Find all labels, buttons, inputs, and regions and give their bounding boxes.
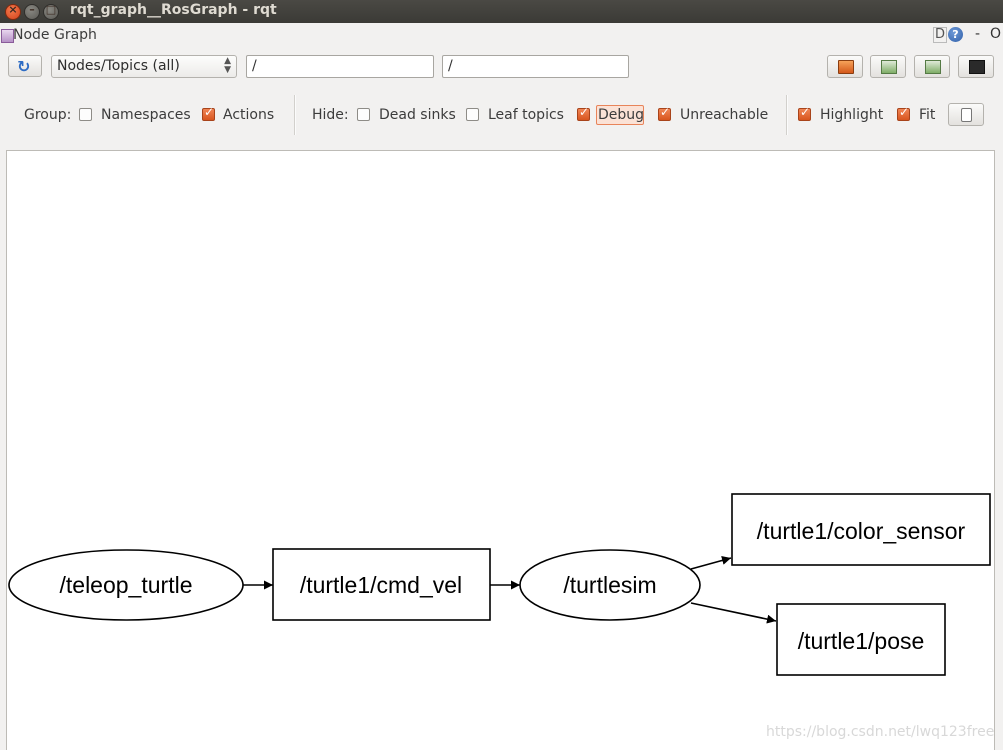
separator xyxy=(786,95,788,135)
plugin-header: Node Graph D ? - O xyxy=(0,26,1003,48)
graph-topic-cmd-vel[interactable]: /turtle1/cmd_vel xyxy=(272,548,491,621)
graph-node-turtlesim[interactable]: /turtlesim xyxy=(519,549,701,621)
combo-arrows-icon: ▲▼ xyxy=(224,56,231,75)
node-label: /turtlesim xyxy=(563,572,656,598)
fit-in-view-button[interactable] xyxy=(948,103,984,126)
graph-topic-color-sensor[interactable]: /turtle1/color_sensor xyxy=(731,493,991,566)
minimize-icon: – xyxy=(29,3,35,16)
watermark-text: https://blog.csdn.net/lwq123free xyxy=(766,724,995,740)
topic-label: /turtle1/cmd_vel xyxy=(300,572,462,598)
topic-label: /turtle1/color_sensor xyxy=(757,518,966,544)
group-label: Group: xyxy=(24,107,72,123)
fit-view-icon xyxy=(961,108,972,122)
debug-focus-highlight xyxy=(596,105,644,125)
save-svg-icon xyxy=(925,60,941,74)
edge-turtlesim-to-pose xyxy=(690,602,777,624)
fit-label: Fit xyxy=(919,107,936,123)
folder-icon xyxy=(838,60,854,74)
window-minimize-button[interactable]: – xyxy=(24,3,40,20)
save-image-button[interactable] xyxy=(958,55,994,78)
node-label: /teleop_turtle xyxy=(60,572,193,598)
save-dot-icon xyxy=(881,60,897,74)
image-icon xyxy=(969,60,985,74)
dock-d-button[interactable]: D xyxy=(933,27,948,43)
window-title: rqt_graph__RosGraph - rqt xyxy=(70,2,277,18)
dead-sinks-label: Dead sinks xyxy=(379,107,456,123)
plugin-title: Node Graph xyxy=(13,27,97,43)
actions-checkbox[interactable] xyxy=(202,105,215,121)
load-dot-button[interactable] xyxy=(827,55,863,78)
edge-turtlesim-to-color-sensor xyxy=(690,556,732,570)
window-title-bar: × – □ rqt_graph__RosGraph - rqt xyxy=(0,0,1003,23)
plugin-minimize-button[interactable]: - xyxy=(975,26,981,42)
maximize-icon: □ xyxy=(45,3,57,16)
graph-canvas[interactable]: /teleop_turtle /turtle1/cmd_vel /turtles… xyxy=(6,150,995,750)
dead-sinks-checkbox[interactable] xyxy=(357,108,370,121)
separator xyxy=(294,95,296,135)
unreachable-label: Unreachable xyxy=(680,107,769,123)
topic-label: /turtle1/pose xyxy=(798,628,925,654)
debug-checkbox[interactable] xyxy=(577,105,590,121)
graph-topic-pose[interactable]: /turtle1/pose xyxy=(776,603,946,676)
unreachable-checkbox[interactable] xyxy=(658,105,671,121)
debug-label: Debug xyxy=(598,107,645,123)
refresh-icon: ↻ xyxy=(17,57,31,76)
help-icon[interactable]: ? xyxy=(948,27,963,42)
leaf-topics-checkbox[interactable] xyxy=(466,108,479,121)
refresh-button[interactable]: ↻ xyxy=(8,55,42,77)
fit-checkbox[interactable] xyxy=(897,105,910,121)
hide-label: Hide: xyxy=(312,107,349,123)
save-dot-button[interactable] xyxy=(870,55,906,78)
actions-label: Actions xyxy=(223,107,275,123)
close-icon: × xyxy=(8,3,18,16)
namespaces-checkbox[interactable] xyxy=(79,108,92,121)
graph-type-value: Nodes/Topics (all) xyxy=(57,58,180,74)
plugin-icon xyxy=(1,29,14,43)
namespaces-label: Namespaces xyxy=(101,107,191,123)
graph-type-select[interactable]: Nodes/Topics (all) ▲▼ xyxy=(51,55,237,78)
graph-node-teleop-turtle[interactable]: /teleop_turtle xyxy=(8,549,244,621)
highlight-checkbox[interactable] xyxy=(798,105,811,121)
ros-graph: /teleop_turtle /turtle1/cmd_vel /turtles… xyxy=(8,493,991,676)
plugin-close-button[interactable]: O xyxy=(990,26,1002,42)
save-svg-button[interactable] xyxy=(914,55,950,78)
window-close-button[interactable]: × xyxy=(5,3,21,20)
topic-filter-input[interactable]: / xyxy=(442,55,629,78)
highlight-label: Highlight xyxy=(820,107,884,123)
node-filter-input[interactable]: / xyxy=(246,55,434,78)
leaf-topics-label: Leaf topics xyxy=(488,107,564,123)
window-maximize-button[interactable]: □ xyxy=(43,3,59,20)
